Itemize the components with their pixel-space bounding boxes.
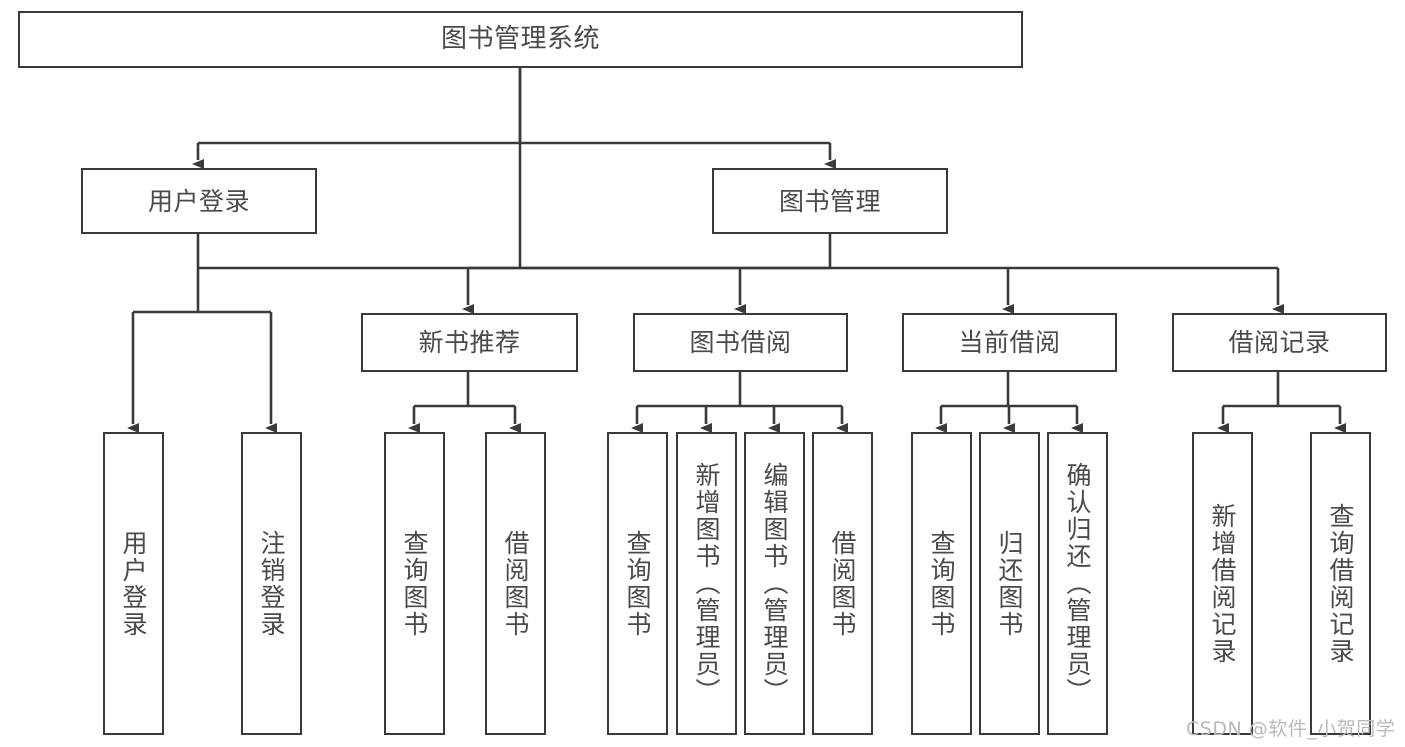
node-book-borrow-label: 图书借阅 [689, 328, 792, 357]
node-leaf-query-book-3-label: 查询图书 [927, 529, 956, 638]
csdn-watermark: CSDN @软件_小贺同学 [1186, 718, 1396, 740]
node-borrow-record[interactable]: 借阅记录 [1172, 313, 1387, 372]
node-leaf-logout-label: 注销登录 [257, 529, 286, 638]
node-user-login[interactable]: 用户登录 [81, 168, 317, 234]
node-leaf-query-book-2[interactable]: 查询图书 [607, 432, 668, 735]
node-leaf-borrow-book-2-label: 借阅图书 [828, 529, 857, 638]
node-book-borrow[interactable]: 图书借阅 [633, 313, 848, 372]
node-book-manage[interactable]: 图书管理 [712, 168, 948, 234]
node-leaf-user-login-label: 用户登录 [119, 529, 148, 638]
node-leaf-edit-book-label: 编辑图书（管理员） [760, 462, 789, 705]
node-leaf-add-record-label: 新增借阅记录 [1208, 502, 1237, 665]
node-leaf-logout[interactable]: 注销登录 [241, 432, 302, 735]
node-leaf-borrow-book-2[interactable]: 借阅图书 [812, 432, 873, 735]
node-leaf-query-book-3[interactable]: 查询图书 [911, 432, 972, 735]
node-leaf-borrow-book-1[interactable]: 借阅图书 [485, 432, 546, 735]
node-borrow-record-label: 借阅记录 [1228, 328, 1331, 357]
node-leaf-query-record-label: 查询借阅记录 [1326, 502, 1355, 665]
node-current-borrow-label: 当前借阅 [958, 328, 1061, 357]
node-leaf-confirm-return-label: 确认归还（管理员） [1063, 462, 1092, 705]
node-leaf-confirm-return[interactable]: 确认归还（管理员） [1047, 432, 1108, 735]
node-leaf-add-book-label: 新增图书（管理员） [692, 462, 721, 705]
node-leaf-query-book-2-label: 查询图书 [623, 529, 652, 638]
node-leaf-edit-book[interactable]: 编辑图书（管理员） [744, 432, 805, 735]
node-root-label: 图书管理系统 [440, 24, 600, 55]
node-leaf-query-book-1[interactable]: 查询图书 [384, 432, 445, 735]
node-leaf-add-book[interactable]: 新增图书（管理员） [676, 432, 737, 735]
node-leaf-user-login[interactable]: 用户登录 [103, 432, 164, 735]
node-leaf-borrow-book-1-label: 借阅图书 [501, 529, 530, 638]
node-leaf-add-record[interactable]: 新增借阅记录 [1192, 432, 1253, 735]
node-leaf-query-book-1-label: 查询图书 [400, 529, 429, 638]
node-root[interactable]: 图书管理系统 [18, 11, 1023, 68]
node-leaf-query-record[interactable]: 查询借阅记录 [1310, 432, 1371, 735]
node-leaf-return-book[interactable]: 归还图书 [979, 432, 1040, 735]
node-new-book-recommend[interactable]: 新书推荐 [361, 313, 578, 372]
node-book-manage-label: 图书管理 [778, 186, 881, 216]
node-leaf-return-book-label: 归还图书 [995, 529, 1024, 638]
node-user-login-label: 用户登录 [147, 186, 250, 216]
node-new-book-recommend-label: 新书推荐 [418, 328, 521, 357]
node-current-borrow[interactable]: 当前借阅 [902, 313, 1117, 372]
